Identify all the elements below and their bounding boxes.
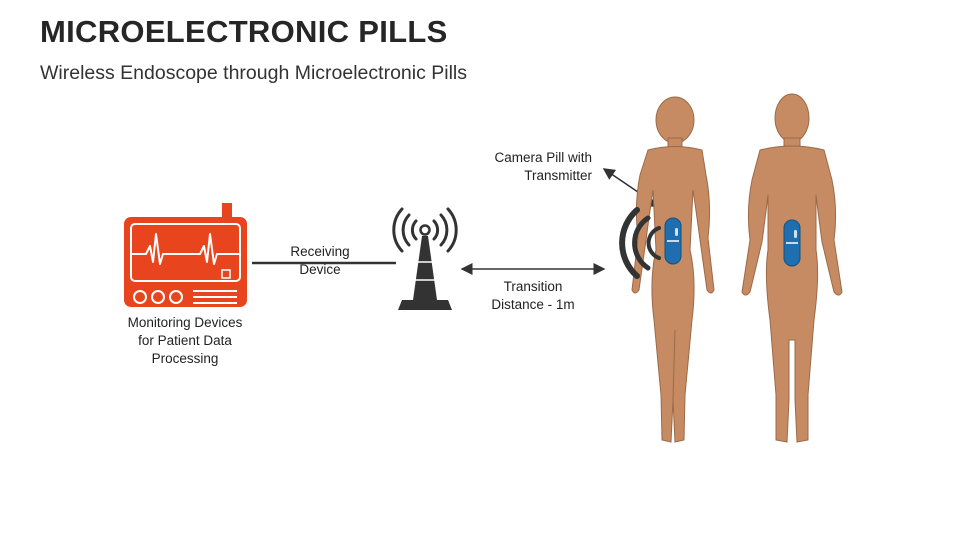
page-subtitle: Wireless Endoscope through Microelectron… [40,62,468,84]
page-title: MICROELECTRONIC PILLS [40,14,448,49]
distance-label: Transition Distance - 1m [478,278,588,314]
human-female-icon [631,96,715,443]
monitor-label: Monitoring Devices for Patient Data Proc… [110,314,260,368]
distance-label-line: Transition [503,279,563,294]
signal-waves-icon [619,207,661,279]
antenna-tower-icon [392,207,458,310]
human-male-icon [741,93,843,443]
monitor-label-line: Processing [151,351,219,366]
monitor-label-line: for Patient Data [138,333,232,348]
monitor-label-line: Monitoring Devices [127,315,243,330]
capsule-icon [783,219,801,267]
monitor-icon [124,203,247,307]
distance-label-line: Distance - 1m [491,297,575,312]
receiver-label-line: Device [299,262,341,277]
receiver-label: Receiving Device [270,243,370,279]
pill-label-line: Camera Pill with [494,150,592,165]
pill-label-line: Transmitter [524,168,592,183]
capsule-icon [664,217,682,265]
pill-label: Camera Pill with Transmitter [472,149,592,185]
receiver-label-line: Receiving [290,244,350,259]
